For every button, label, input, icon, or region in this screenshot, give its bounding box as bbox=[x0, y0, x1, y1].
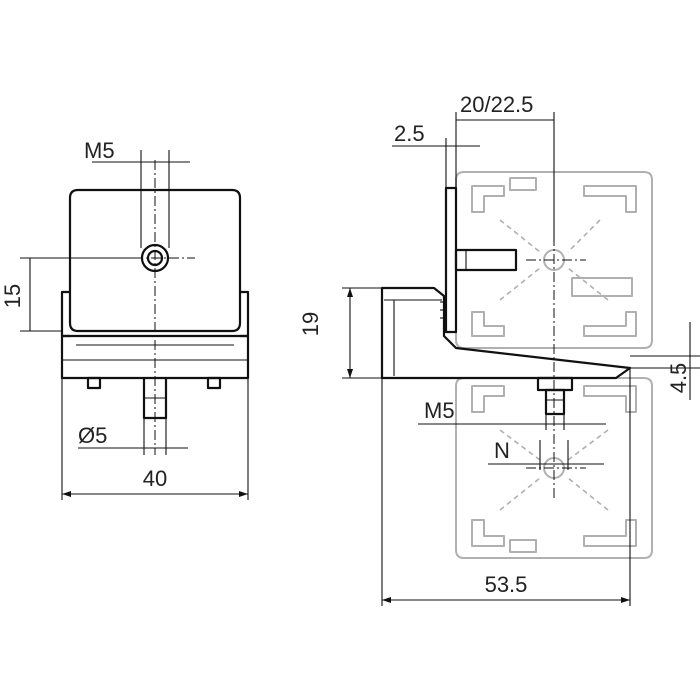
front-view: M5 15 Ø5 40 bbox=[0, 138, 250, 500]
side-screw-head bbox=[536, 376, 574, 392]
side-19-arrows bbox=[347, 288, 353, 378]
side-n-label: N bbox=[494, 438, 510, 463]
profile-lower-slot-br bbox=[583, 519, 637, 547]
side-bracket-body bbox=[380, 286, 632, 380]
side-19-label: 19 bbox=[298, 312, 323, 336]
side-m5-label: M5 bbox=[424, 398, 455, 423]
front-pin-label: Ø5 bbox=[78, 423, 107, 448]
side-horizontal-pin bbox=[454, 248, 518, 272]
side-screw-shank bbox=[544, 388, 566, 416]
profile-upper-slot-br1 bbox=[583, 311, 637, 337]
profile-upper-slot-right bbox=[571, 277, 633, 297]
front-15-label: 15 bbox=[0, 284, 25, 308]
side-45-label: 4.5 bbox=[666, 363, 691, 394]
profile-lower-slot-tl bbox=[471, 385, 505, 413]
side-25-label: 2.5 bbox=[394, 121, 425, 146]
front-left-bracket bbox=[60, 290, 70, 338]
front-right-bracket bbox=[240, 290, 250, 338]
profile-lower-outline bbox=[455, 377, 653, 559]
profile-lower-slot-tr bbox=[583, 385, 637, 413]
profile-lower-slot-bottom bbox=[509, 539, 537, 553]
front-left-screw bbox=[86, 376, 102, 390]
front-40-label: 40 bbox=[143, 466, 167, 491]
side-view: 2.5 20/22.5 19 M5 N 4.5 53.5 bbox=[298, 92, 700, 606]
profile-upper-slot-tl1 bbox=[471, 185, 505, 213]
profile-upper-slot-tr1 bbox=[583, 185, 637, 213]
profile-upper-slot-bl1 bbox=[471, 311, 505, 337]
profile-upper-slot-top bbox=[509, 177, 537, 191]
side-535-label: 53.5 bbox=[485, 572, 528, 597]
front-right-screw bbox=[206, 376, 222, 390]
profile-lower-slot-bl bbox=[471, 519, 505, 547]
front-m5-label: M5 bbox=[84, 138, 115, 163]
side-2025-label: 20/22.5 bbox=[460, 92, 533, 117]
side-vertical-plate bbox=[444, 186, 458, 334]
profile-upper-webs bbox=[499, 219, 609, 301]
front-backplate bbox=[68, 188, 242, 333]
